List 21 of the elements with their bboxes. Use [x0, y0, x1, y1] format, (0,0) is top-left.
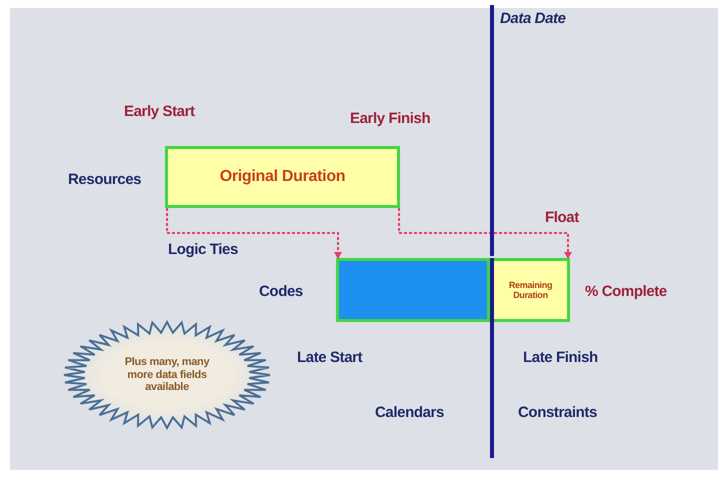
- progress-bar: [336, 258, 490, 322]
- field-label: Float: [545, 209, 579, 226]
- field-label: Resources: [68, 171, 142, 188]
- field-label: Codes: [259, 283, 303, 300]
- dependency-arrow: [398, 208, 572, 259]
- field-label: Data Date: [500, 10, 566, 27]
- field-label: % Complete: [585, 283, 667, 300]
- starburst: [62, 320, 272, 430]
- field-label: Late Start: [297, 349, 362, 366]
- node-text: Plus many, many more data fields available: [124, 356, 210, 394]
- field-label: Early Finish: [350, 110, 430, 127]
- field-label: Calendars: [375, 404, 444, 421]
- node-text: Original Duration: [218, 168, 346, 186]
- field-label: Early Start: [124, 103, 195, 120]
- task-bar: [165, 146, 400, 208]
- field-label: Logic Ties: [168, 241, 238, 258]
- dependency-arrow: [166, 208, 342, 259]
- remaining-bar: [494, 258, 570, 322]
- field-label: Late Finish: [523, 349, 598, 366]
- node-text: Remaining Duration: [508, 280, 554, 300]
- field-label: Constraints: [518, 404, 597, 421]
